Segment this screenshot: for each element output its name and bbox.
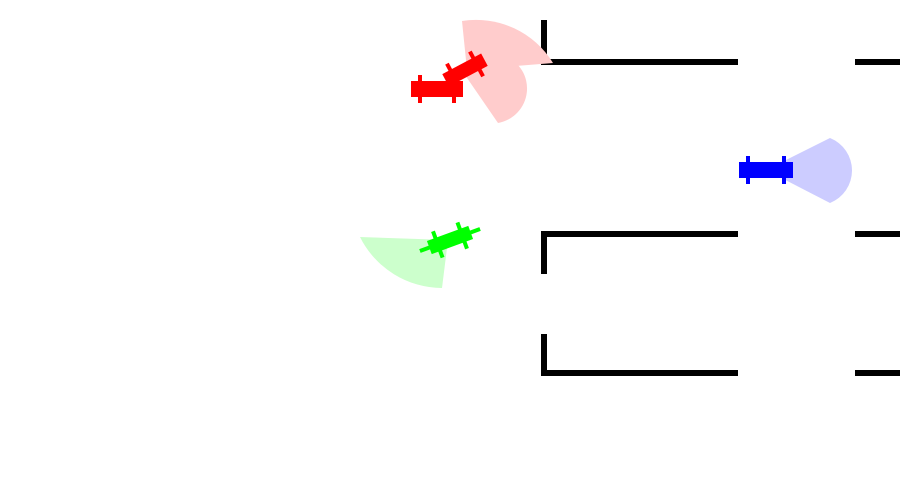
wall-bottom-left (541, 334, 738, 376)
red-robot-2 (411, 75, 463, 103)
red-robot-1-sensor-cone (462, 19, 553, 70)
blue-robot-sensor-cone (766, 138, 853, 203)
robots (411, 50, 793, 259)
blue-robot (739, 156, 793, 184)
green-robot (419, 221, 481, 259)
wall-middle-left (541, 231, 738, 274)
